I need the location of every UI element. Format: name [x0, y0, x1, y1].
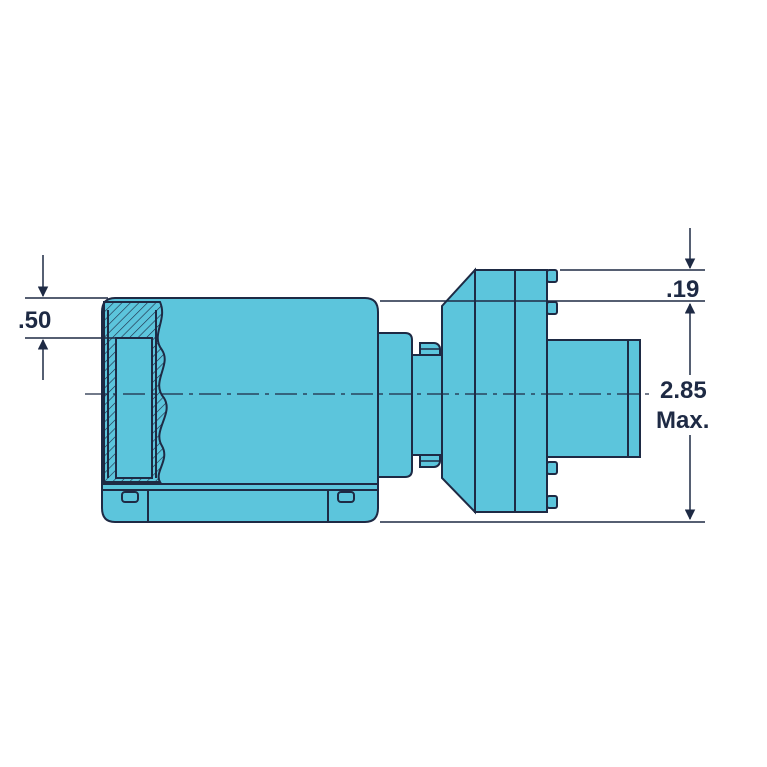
flange-plate-outer — [474, 269, 516, 513]
cutaway-bore — [115, 337, 153, 479]
neck — [377, 332, 413, 478]
dimension-top-offset-label: .19 — [666, 276, 699, 303]
main-housing — [101, 297, 379, 523]
flange-taper — [441, 267, 476, 515]
flange-plate-inner — [514, 269, 548, 513]
coupling-shaft — [411, 354, 443, 456]
base-screw-left — [121, 491, 139, 503]
dimension-left-offset — [25, 255, 116, 380]
flange-bolt-3 — [546, 461, 558, 475]
flange-bolt-1 — [546, 269, 558, 283]
dimension-left-offset-label: .50 — [18, 307, 51, 334]
dimension-right — [380, 228, 705, 523]
base-screw-right — [337, 491, 355, 503]
dimension-height-suffix: Max. — [656, 407, 709, 434]
flange-bolt-4 — [546, 495, 558, 509]
flange-bolt-2 — [546, 301, 558, 315]
output-shaft — [546, 339, 641, 458]
dimension-height-value: 2.85 — [660, 377, 707, 404]
actuator-assembly — [101, 267, 641, 523]
